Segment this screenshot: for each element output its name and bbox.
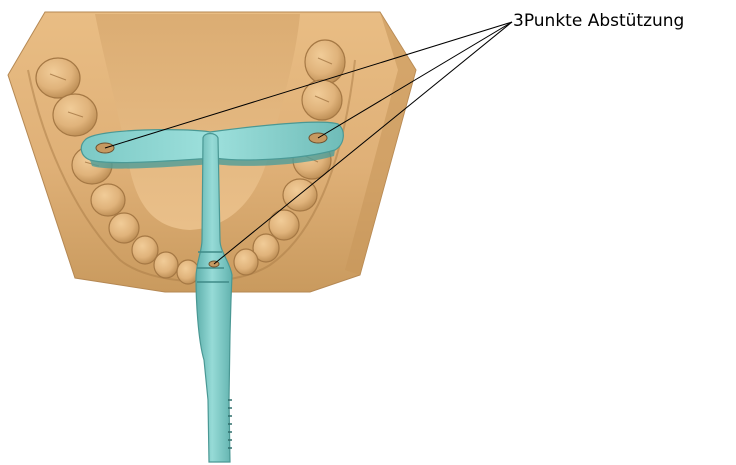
tooth (53, 94, 97, 136)
tooth (302, 80, 342, 120)
tooth (154, 252, 178, 278)
tooth (234, 249, 258, 275)
tooth (109, 213, 139, 243)
tooth (283, 179, 317, 211)
tooth (91, 184, 125, 216)
tooth (36, 58, 80, 98)
tooth (132, 236, 158, 264)
tooth (305, 40, 345, 84)
annotation-label: 3Punkte Abstützung (513, 10, 684, 32)
tooth (269, 210, 299, 240)
